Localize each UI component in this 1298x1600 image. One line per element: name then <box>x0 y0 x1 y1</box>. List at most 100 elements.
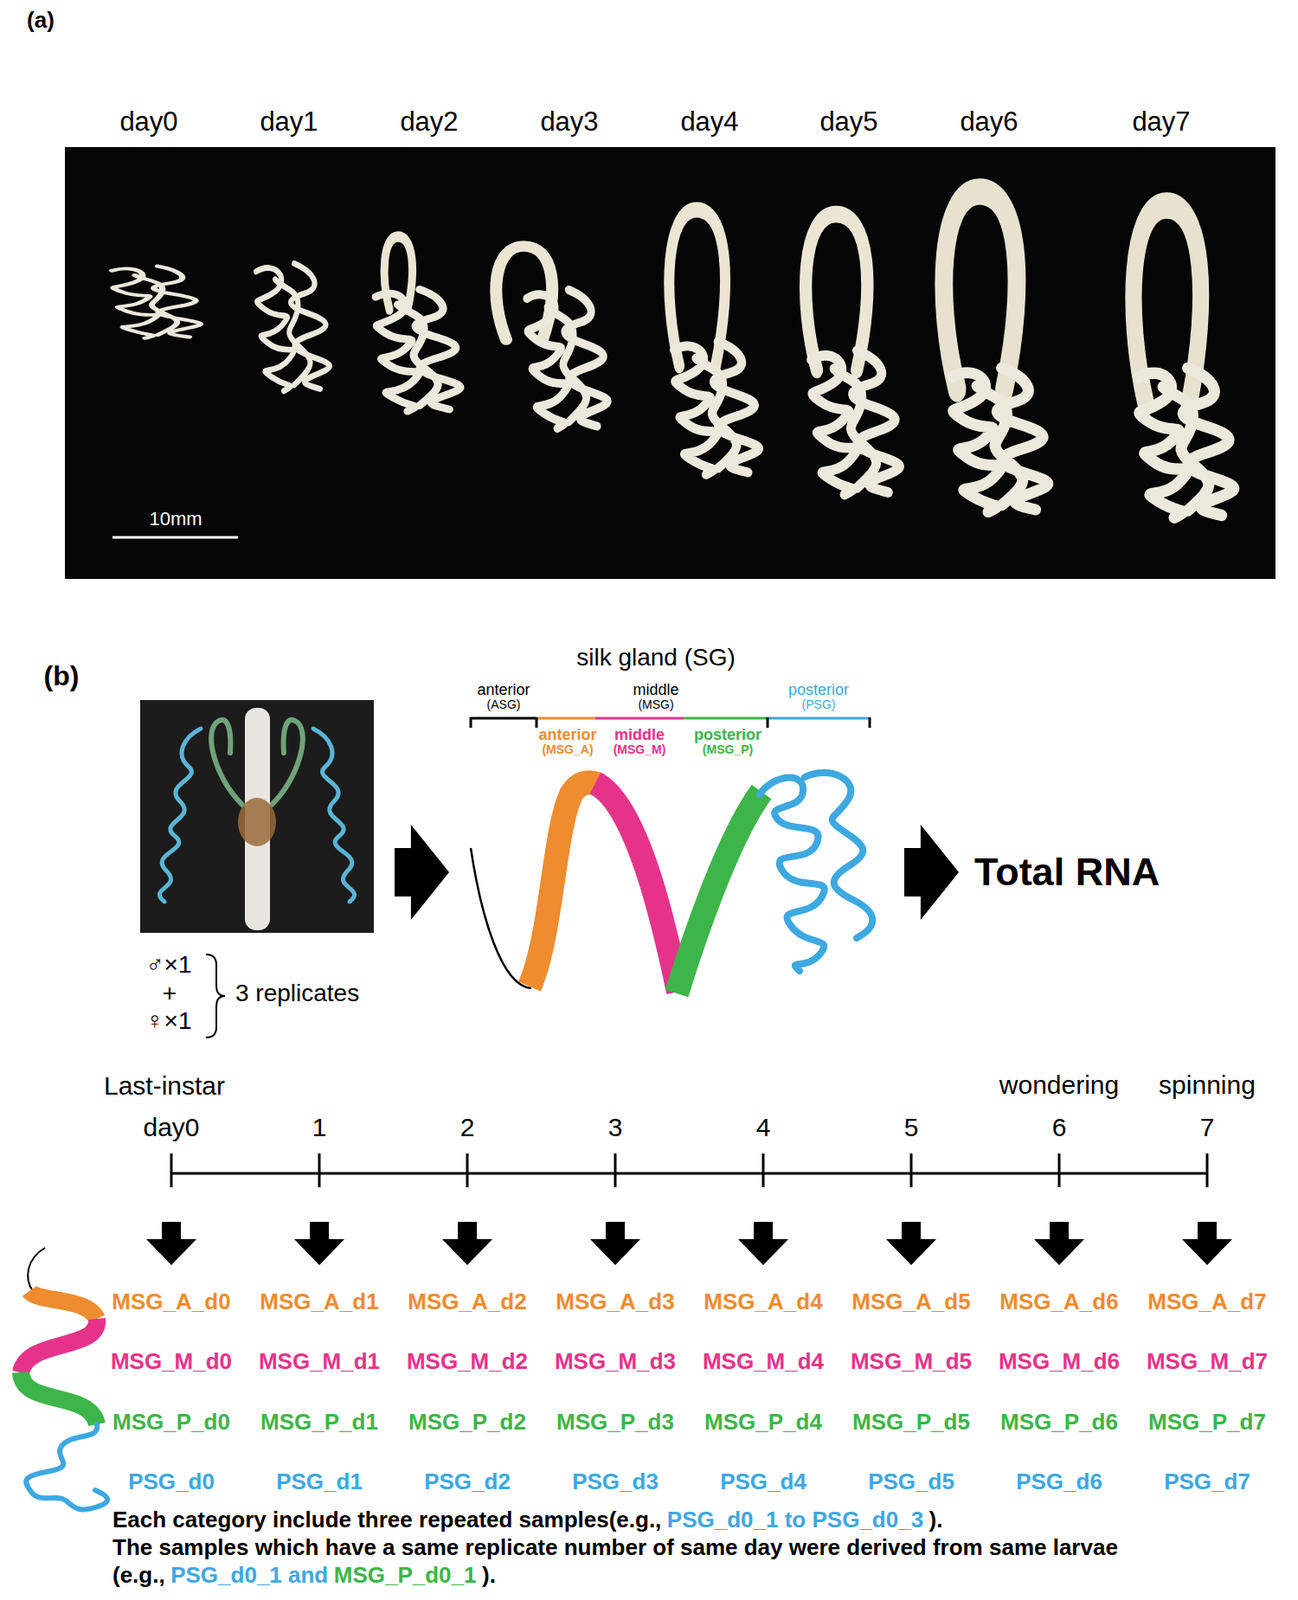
down-arrows <box>146 1221 1233 1266</box>
time-tick <box>466 1153 470 1188</box>
sample-label: MSG_P_d2 <box>408 1409 527 1436</box>
sample-label: MSG_P_d3 <box>556 1409 675 1436</box>
note-example: PSG_d0_1 to PSG_d0_3 <box>667 1506 924 1533</box>
day-tick-label: 7 <box>1200 1112 1215 1144</box>
bracket-tick <box>535 717 539 728</box>
sample-label: MSG_A_d3 <box>555 1289 675 1316</box>
region-name: middle <box>632 681 679 700</box>
time-tick <box>614 1153 617 1188</box>
sample-label: MSG_P_d1 <box>260 1409 379 1436</box>
sample-label: PSG_d0 <box>128 1469 215 1496</box>
time-tick <box>762 1153 765 1188</box>
sample-label: MSG_M_d4 <box>702 1349 824 1376</box>
day-label: day2 <box>399 106 458 138</box>
time-tick <box>1206 1153 1209 1188</box>
icon-msg-a <box>29 1291 97 1319</box>
scale-label: 10mm <box>148 507 202 530</box>
note-text: The samples which have a same replicate … <box>112 1534 1119 1561</box>
gland-day6 <box>951 367 1048 512</box>
sample-label: MSG_M_d0 <box>110 1349 232 1376</box>
sample-label: MSG_A_d6 <box>999 1289 1119 1316</box>
sample-label: MSG_P_d6 <box>1000 1409 1119 1436</box>
icon-msg-m <box>20 1318 97 1373</box>
sample-label: MSG_A_d0 <box>111 1289 231 1316</box>
posterior-gland <box>313 728 355 902</box>
msg-a-tube <box>529 782 598 987</box>
bracket-tick <box>868 717 872 728</box>
region-name: anterior <box>476 681 530 700</box>
flow-arrow <box>904 824 959 920</box>
sample-label: MSG_P_d5 <box>852 1409 971 1436</box>
panel-letter: (b) <box>44 660 80 693</box>
scale-bar <box>112 536 238 540</box>
gland-day0 <box>112 266 201 339</box>
sample-label: MSG_P_d0 <box>112 1409 231 1436</box>
subregion-name: middle <box>614 726 665 745</box>
day-tick-label: 6 <box>1052 1112 1067 1144</box>
down-arrow <box>590 1221 641 1266</box>
sample-label: MSG_M_d5 <box>850 1349 972 1376</box>
gland-day1 <box>256 263 330 392</box>
subregion-code: (MSG_M) <box>613 742 667 757</box>
region-code: (MSG) <box>637 697 674 712</box>
diagram-title: silk gland (SG) <box>576 643 736 672</box>
sample-label: PSG_d2 <box>424 1469 511 1496</box>
sample-label: MSG_A_d4 <box>703 1289 823 1316</box>
psg-tube <box>759 777 825 971</box>
gland-day2 <box>375 289 461 412</box>
note-example: PSG_d0_1 and <box>170 1561 328 1588</box>
day-label: day4 <box>680 106 739 138</box>
sex-count: ♀×1 <box>146 1007 193 1035</box>
day-label: day0 <box>119 106 178 138</box>
region-code: (PSG) <box>802 697 836 712</box>
down-arrow <box>146 1221 197 1266</box>
note-text: ). <box>929 1506 944 1533</box>
output-text: Total RNA <box>974 849 1160 895</box>
time-axis <box>171 1172 1208 1176</box>
output-box: Total RNA <box>974 849 1160 895</box>
day-label: day1 <box>259 106 318 138</box>
sex-count: ♂×1 <box>146 951 193 979</box>
stage-label: wondering <box>999 1070 1119 1101</box>
icon-duct <box>27 1247 45 1292</box>
posterior-gland <box>159 728 201 902</box>
panel-letter: (a) <box>26 7 55 34</box>
day-label: day7 <box>1131 106 1190 138</box>
note-text: ). <box>481 1561 496 1588</box>
gland-day3 <box>526 289 609 429</box>
silk-gland-drawing <box>470 772 873 994</box>
larva-gut <box>237 797 277 847</box>
note-line: The samples which have a same replicate … <box>112 1533 1119 1562</box>
sample-label: MSG_A_d5 <box>851 1289 971 1316</box>
bracket-msg-a <box>536 717 596 720</box>
time-tick <box>318 1153 322 1188</box>
silk-gland-specimens <box>112 192 1234 519</box>
sample-label: MSG_A_d1 <box>259 1289 379 1316</box>
psg-tube <box>804 772 873 939</box>
subregion-name: anterior <box>538 726 597 745</box>
note-text: (e.g., <box>112 1561 166 1588</box>
gland-day6 <box>944 192 1017 390</box>
day-label: day5 <box>819 106 878 138</box>
time-ticks <box>171 1153 1208 1188</box>
day-tick-label: 1 <box>312 1112 328 1144</box>
icon-msg-p <box>20 1372 97 1425</box>
sample-label: PSG_d4 <box>719 1469 807 1496</box>
sample-source: ♂×1+♀×13 replicates <box>140 700 374 1047</box>
sample-label: MSG_M_d3 <box>554 1349 676 1376</box>
flow-arrow <box>394 824 450 920</box>
time-tick <box>910 1153 913 1188</box>
sample-label: MSG_M_d1 <box>258 1349 380 1376</box>
subregion-code: (MSG_A) <box>541 742 593 757</box>
brace <box>205 954 225 1038</box>
sample-label: MSG_M_d7 <box>1146 1349 1268 1376</box>
day-tick-label: 3 <box>608 1112 624 1144</box>
timeline <box>146 1153 1233 1266</box>
larva-photo <box>140 700 374 933</box>
bracket-msg-m <box>595 717 684 720</box>
bracket-tick <box>766 717 770 728</box>
sample-label: PSG_d6 <box>1015 1469 1103 1496</box>
region-name: posterior <box>788 681 849 700</box>
middle-gland <box>271 719 303 805</box>
